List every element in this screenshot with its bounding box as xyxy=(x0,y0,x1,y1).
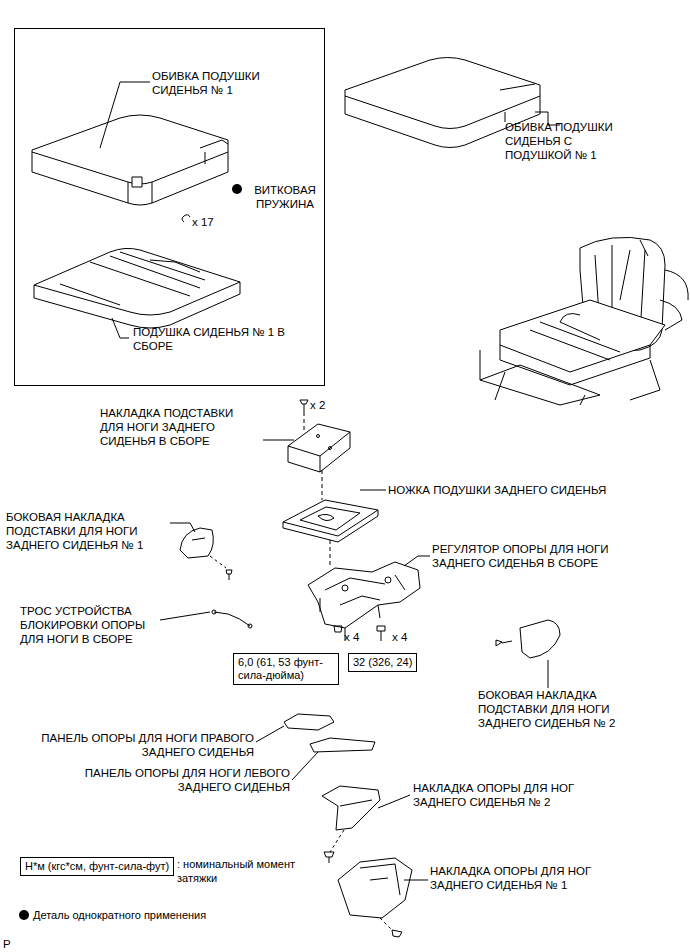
torque-box: Н*м (кгс*см, фунт-сила-фут) xyxy=(20,857,174,876)
part-label: ПАНЕЛЬ ОПОРЫ ДЛЯ НОГИ ПРАВОГО ЗАДНЕГО СИ… xyxy=(30,731,254,759)
part-label: РЕГУЛЯТОР ОПОРЫ ДЛЯ НОГИ ЗАДНЕГО СИДЕНЬЯ… xyxy=(432,542,612,570)
leader-line xyxy=(100,82,150,148)
part-label: БОКОВАЯ НАКЛАДКА ПОДСТАВКИ ДЛЯ НОГИ ЗАДН… xyxy=(6,510,171,552)
bolt xyxy=(334,626,385,641)
frame-box: ОБИВКА ПОДУШКИ СИДЕНЬЯ № 1 ВИТКОВАЯ ПРУЖИ… xyxy=(14,28,325,386)
part-label: НАКЛАДКА ОПОРЫ ДЛЯ НОГ ЗАДНЕГО СИДЕНЬЯ №… xyxy=(413,781,623,809)
torque-value: 32 (326, 24) xyxy=(353,656,412,669)
quantity: x 4 xyxy=(344,630,374,644)
part-label: ВИТКОВАЯ ПРУЖИНА xyxy=(245,183,325,211)
part-label: ПАНЕЛЬ ОПОРЫ ДЛЯ НОГИ ЛЕВОГО ЗАДНЕГО СИД… xyxy=(50,766,290,794)
cushion-leg xyxy=(283,500,378,542)
leader-line xyxy=(263,440,294,441)
part-label: НОЖКА ПОДУШКИ ЗАДНЕГО СИДЕНЬЯ xyxy=(388,483,628,497)
one-time-use-mark xyxy=(232,184,242,194)
screw xyxy=(392,930,402,937)
footrest-cover xyxy=(288,424,350,472)
part-label: ОБИВКА ПОДУШКИ СИДЕНЬЯ С ПОДУШКОЙ № 1 xyxy=(505,120,623,162)
part-label: ТРОС УСТРОЙСТВА БЛОКИРОВКИ ОПОРЫ ДЛЯ НОГ… xyxy=(20,604,160,646)
side-cover xyxy=(496,620,560,658)
seat-cushion xyxy=(34,248,240,328)
torque-box: 32 (326, 24) xyxy=(348,653,417,672)
leader-line xyxy=(112,318,129,338)
legend-text: Деталь однократного применения xyxy=(33,908,293,922)
screw xyxy=(300,400,308,412)
leader-line xyxy=(330,540,331,568)
leader-line xyxy=(360,490,386,491)
leader-line xyxy=(548,660,549,688)
quantity: x 2 xyxy=(310,398,340,412)
footrest-cover xyxy=(322,786,380,830)
leader-line xyxy=(256,726,284,742)
part-label: x 17 xyxy=(192,215,232,229)
seat-illustration xyxy=(480,237,688,405)
one-time-use-mark xyxy=(19,910,29,920)
coil-spring xyxy=(182,215,190,222)
footrest-adjuster xyxy=(308,562,420,640)
torque-value: 6,0 (61, 53 фунт-сила-дюйма) xyxy=(238,656,334,682)
leader-line xyxy=(380,918,392,930)
part-label: НАКЛАДКА ПОДСТАВКИ ДЛЯ НОГИ ЗАДНЕГО СИДЕ… xyxy=(100,406,260,448)
leader-line xyxy=(170,523,195,532)
footrest-cover xyxy=(338,858,412,918)
leader-line xyxy=(304,412,322,500)
side-cover xyxy=(180,528,232,580)
part-label: БОКОВАЯ НАКЛАДКА ПОДСТАВКИ ДЛЯ НОГИ ЗАДН… xyxy=(478,688,653,730)
torque-box: 6,0 (61, 53 фунт-сила-дюйма) xyxy=(233,653,339,685)
leader-line xyxy=(292,752,318,780)
legend-text: : номинальный момент затяжки xyxy=(177,857,297,885)
leader-line xyxy=(404,880,428,881)
figure-code: P xyxy=(3,937,23,951)
seat-cover xyxy=(32,115,228,205)
quantity: x 4 xyxy=(392,630,422,644)
footrest-panel xyxy=(284,714,375,752)
leader-line xyxy=(378,795,410,808)
leader-line xyxy=(404,556,430,566)
leader-line xyxy=(210,556,226,568)
leader-line xyxy=(330,830,344,852)
part-label: ПОДУШКА СИДЕНЬЯ № 1 В СБОРЕ xyxy=(133,325,293,353)
part-label: НАКЛАДКА ОПОРЫ ДЛЯ НОГ ЗАДНЕГО СИДЕНЬЯ №… xyxy=(430,864,640,892)
leader-line xyxy=(160,612,210,620)
screw xyxy=(324,852,334,863)
seat-cover xyxy=(345,58,540,148)
part-label: ОБИВКА ПОДУШКИ СИДЕНЬЯ № 1 xyxy=(152,69,287,97)
torque-value: Н*м (кгс*см, фунт-сила-фут) xyxy=(25,860,169,873)
lock-cable xyxy=(212,610,252,628)
